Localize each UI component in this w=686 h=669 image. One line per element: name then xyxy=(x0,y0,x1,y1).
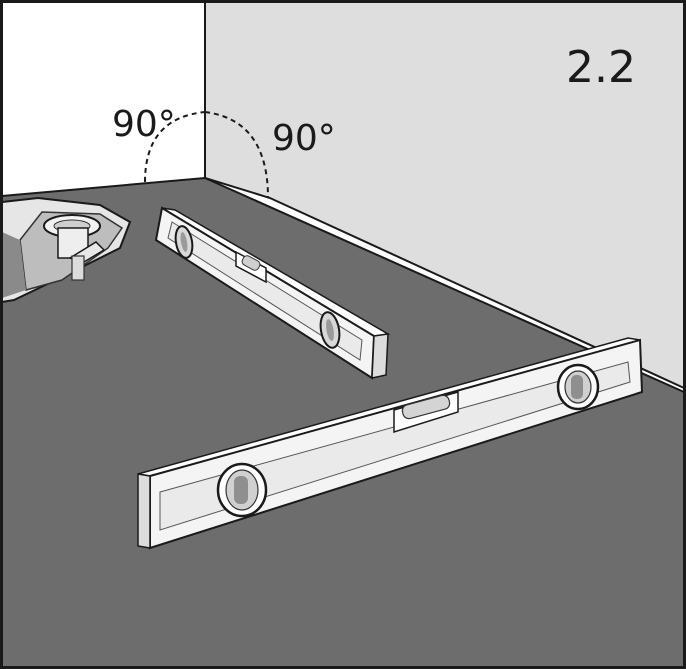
angle-arc-right xyxy=(204,111,269,199)
figure-number: 2.2 xyxy=(566,42,636,93)
angle-label-right: 90° xyxy=(272,118,336,159)
spirit-level-icon xyxy=(154,206,391,380)
left-wall xyxy=(2,2,205,196)
angle-arcs xyxy=(144,111,269,199)
angle-arc-left xyxy=(144,111,206,183)
floor-drain-icon xyxy=(0,196,132,304)
spirit-level-icon xyxy=(137,337,644,550)
angle-label-left: 90° xyxy=(112,104,176,145)
